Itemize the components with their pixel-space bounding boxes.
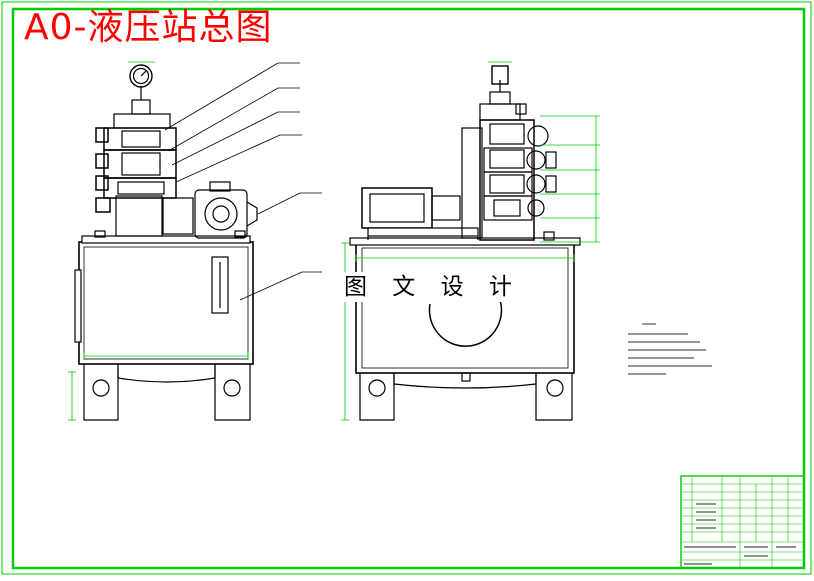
front-view <box>74 62 322 421</box>
watermark-text: 图 文 设 计 <box>338 272 527 302</box>
side-view-dimensions <box>341 61 600 421</box>
inner-frame <box>11 7 806 570</box>
side-view <box>349 65 581 421</box>
front-view-dimensions <box>68 61 249 421</box>
title-block <box>680 475 805 569</box>
drawing-title: A0-液压站总图 <box>24 7 273 48</box>
technical-notes <box>628 323 712 375</box>
